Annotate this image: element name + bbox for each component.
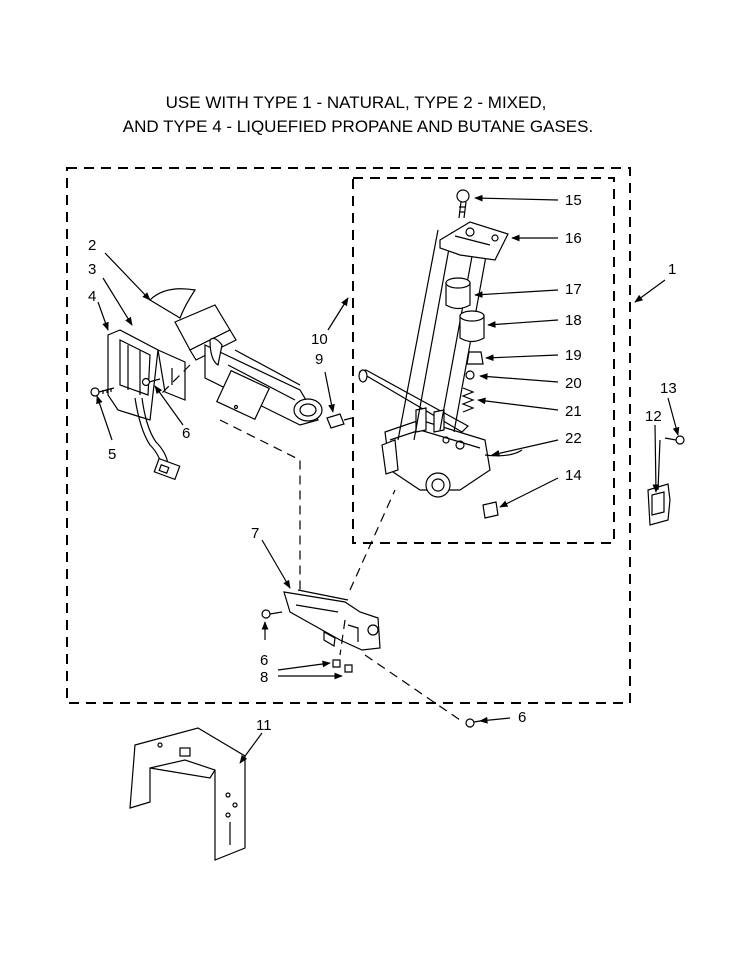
- alignment-lines: [159, 364, 461, 721]
- gas-valve: [358, 369, 523, 498]
- sensor-bracket: [647, 439, 671, 526]
- igniter-wire: [134, 397, 181, 481]
- seal-19: [466, 351, 484, 365]
- callout-3: 3: [88, 261, 96, 278]
- bracket-screws-8: [332, 659, 353, 673]
- callout-9: 9: [315, 351, 323, 368]
- callout-13: 13: [660, 380, 677, 397]
- valve-mounting-bracket: [283, 589, 381, 651]
- callout-11: 11: [256, 717, 272, 734]
- callout-7: 7: [251, 525, 259, 542]
- callout-6-mid: 6: [260, 652, 268, 669]
- spring-21: [461, 387, 475, 413]
- valve-subassembly-boundary: [352, 177, 615, 544]
- callout-16: 16: [565, 230, 582, 247]
- base-mounting-bracket: [129, 727, 246, 861]
- callout-6-bottom: 6: [518, 709, 526, 726]
- screw-6-mid: [261, 609, 283, 619]
- sensor-screw: [664, 435, 685, 445]
- callout-19: 19: [565, 347, 582, 364]
- bracket-screw-left: [90, 387, 115, 397]
- leader-arrows: [96, 194, 680, 764]
- callout-20: 20: [565, 375, 582, 392]
- callout-18: 18: [565, 312, 582, 329]
- bracket-screw-right: [141, 377, 161, 387]
- callout-6-left: 6: [182, 425, 190, 442]
- top-screw: [456, 189, 470, 219]
- callout-4: 4: [88, 288, 96, 305]
- igniter-bracket: [107, 329, 186, 421]
- plunger-20: [465, 370, 475, 380]
- callout-14: 14: [565, 467, 582, 484]
- outer-assembly-boundary: [66, 167, 631, 704]
- callout-2: 2: [88, 237, 96, 254]
- callout-21: 21: [565, 403, 582, 420]
- diagram-title-line-1: USE WITH TYPE 1 - NATURAL, TYPE 2 - MIXE…: [166, 93, 547, 112]
- diagram-title-line-2: AND TYPE 4 - LIQUEFIED PROPANE AND BUTAN…: [123, 117, 593, 136]
- callout-5: 5: [108, 446, 116, 463]
- callout-8: 8: [260, 669, 268, 686]
- coil-bracket: [439, 221, 509, 261]
- coil-17: [445, 277, 471, 310]
- callout-17: 17: [565, 281, 582, 298]
- callout-22: 22: [565, 430, 582, 447]
- callout-10: 10: [311, 331, 328, 348]
- valve-coil-stack: [397, 229, 489, 441]
- orifice: [326, 413, 353, 429]
- connector-14: [482, 501, 499, 519]
- coil-18: [459, 310, 485, 343]
- burner-tube: [149, 288, 323, 426]
- callout-12: 12: [645, 408, 662, 425]
- callout-15: 15: [565, 192, 582, 209]
- callout-1: 1: [668, 261, 676, 278]
